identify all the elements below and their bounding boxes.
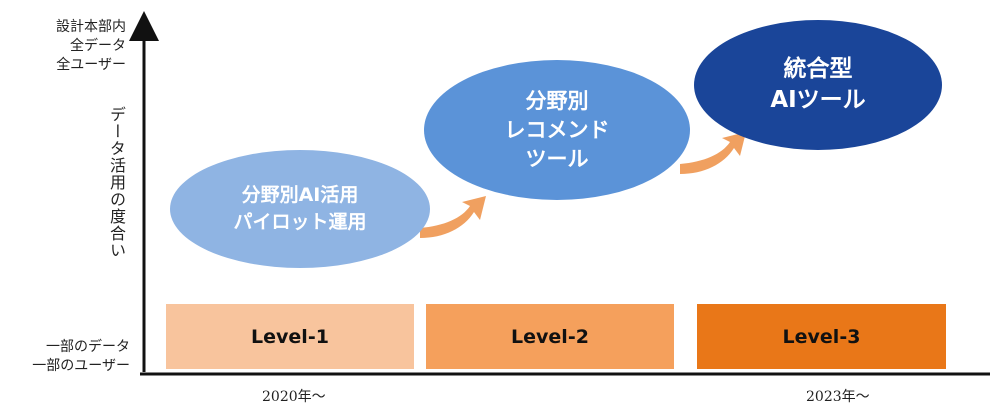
level-1-box: Level-1 (166, 304, 414, 369)
level-2-box: Level-2 (426, 304, 674, 369)
stage-2-line: ツール (525, 146, 589, 171)
stage-2-line: 分野別 (525, 88, 589, 113)
timeline-later-label: 2023年～ (806, 389, 870, 405)
progress-arrow-1 (420, 196, 486, 238)
axis-bottom-line: 一部のデータ (46, 339, 130, 355)
stage-1-ellipse: 分野別AI活用 パイロット運用 (170, 150, 430, 268)
axis-bottom-line: 一部のユーザー (32, 358, 130, 374)
stage-1-line: 分野別AI活用 (241, 184, 359, 206)
stage-3-line: AIツール (770, 87, 866, 113)
level-3-box: Level-3 (697, 304, 946, 369)
axis-top-line: 全データ (70, 38, 126, 54)
axis-bottom-label: 一部のデータ 一部のユーザー (4, 338, 130, 376)
axis-vertical-label: データ活用の度合い (107, 106, 126, 259)
stage-1-line: パイロット運用 (233, 211, 367, 233)
axis-top-line: 設計本部内 (56, 19, 126, 35)
timeline-start-label: 2020年～ (262, 389, 326, 405)
stage-3-line: 統合型 (783, 56, 853, 82)
stage-2-line: レコメンド (504, 117, 610, 142)
axis-top-line: 全ユーザー (56, 57, 126, 73)
progress-arrow-2 (680, 132, 746, 174)
axis-top-label: 設計本部内 全データ 全ユーザー (14, 18, 126, 75)
stage-3-ellipse: 統合型 AIツール (694, 20, 942, 150)
stage-2-ellipse: 分野別 レコメンド ツール (424, 60, 690, 200)
